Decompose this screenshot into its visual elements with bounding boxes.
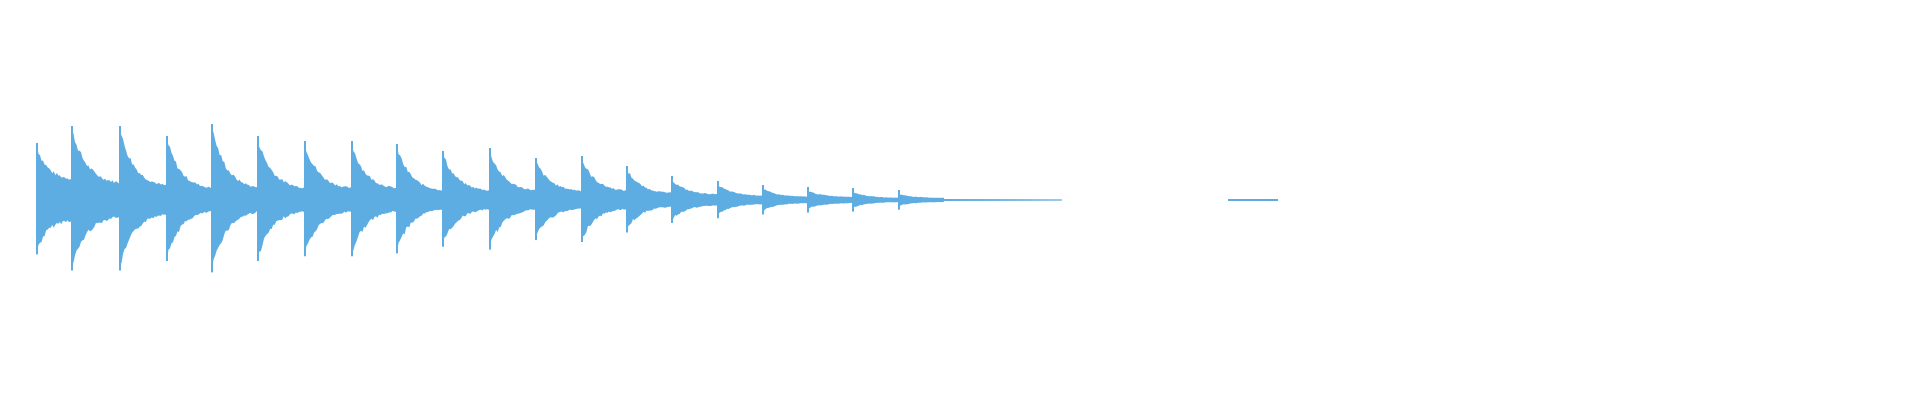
waveform-burst [443,155,490,243]
waveform-tail [944,199,1278,201]
waveform-burst [120,132,167,264]
waveform-burst [718,184,763,215]
waveform-burst [258,141,305,256]
waveform-burst [672,181,718,221]
waveform-late-blip [1228,199,1278,201]
waveform-burst [853,192,899,208]
waveform-burst [627,170,672,228]
waveform-burst [167,139,212,259]
waveform-burst [899,194,944,206]
waveform-burst [536,160,582,237]
waveform-burst [808,191,853,209]
waveform-bursts [36,124,944,273]
waveform-burst [212,130,258,270]
waveform-burst [72,129,120,266]
waveform-burst [352,145,397,254]
waveform-burst [763,188,808,211]
waveform-burst [305,147,352,252]
waveform-burst [582,160,627,237]
waveform-burst [490,150,536,245]
waveform-tail-segment [944,199,1062,201]
waveform-burst [37,147,72,251]
waveform-burst [397,145,443,252]
